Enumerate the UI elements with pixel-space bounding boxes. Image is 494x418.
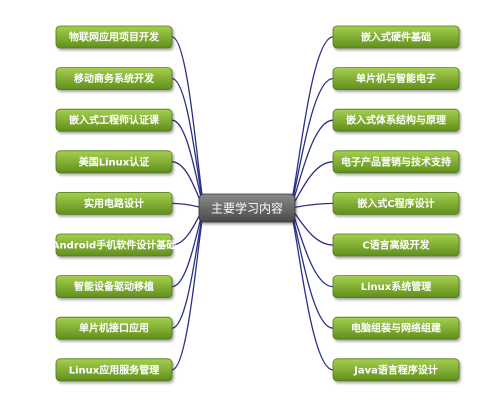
right-topic-box[interactable] — [332, 191, 460, 215]
right-topic-label: Java语言程序设计 — [353, 363, 438, 376]
right-topic-box[interactable] — [332, 316, 460, 340]
left-topic-box[interactable] — [55, 67, 173, 90]
left-connector-9 — [171, 207, 206, 371]
right-topic-3[interactable]: 嵌入式体系结构与原理 — [332, 108, 460, 132]
right-topic-label: 嵌入式C程序设计 — [357, 197, 434, 210]
right-topics: 嵌入式硬件基础单片机与智能电子嵌入式体系结构与原理电子产品营销与技术支持嵌入式C… — [332, 25, 460, 382]
right-connector-3 — [288, 119, 334, 209]
right-connector-2 — [288, 77, 334, 209]
left-topic-5[interactable]: 实用电路设计 — [55, 191, 173, 215]
right-topic-9[interactable]: Java语言程序设计 — [332, 358, 460, 382]
center-topic-label: 主要学习内容 — [211, 201, 283, 216]
left-connector-8 — [171, 207, 206, 329]
center-topic: 主要学习内容 — [198, 193, 296, 223]
left-topic-box[interactable] — [55, 150, 173, 174]
left-topic-1[interactable]: 物联网应用项目开发 — [55, 25, 173, 49]
left-connector-2 — [171, 77, 206, 209]
right-topic-label: 嵌入式体系结构与原理 — [346, 114, 446, 127]
right-topic-label: 嵌入式硬件基础 — [361, 31, 431, 44]
right-topic-7[interactable]: Linux系统管理 — [332, 275, 460, 299]
right-topic-6[interactable]: C语言高级开发 — [332, 233, 460, 257]
left-topic-box[interactable] — [55, 316, 173, 340]
left-topic-label: 物联网应用项目开发 — [69, 31, 160, 44]
right-topic-box[interactable] — [332, 150, 460, 174]
right-topic-8[interactable]: 电脑组装与网络组建 — [332, 316, 460, 340]
left-topic-box[interactable] — [55, 233, 173, 257]
left-topic-box[interactable] — [55, 275, 173, 299]
right-topic-label: C语言高级开发 — [362, 239, 430, 252]
right-connector-7 — [288, 207, 334, 288]
left-topics: 物联网应用项目开发移动商务系统开发嵌入式工程师认证课美国Linux认证实用电路设… — [52, 25, 176, 382]
right-connector-9 — [288, 207, 334, 371]
left-topic-box[interactable] — [55, 25, 173, 49]
left-topic-label: 实用电路设计 — [84, 197, 144, 210]
right-connector-5 — [288, 202, 334, 209]
right-topic-2[interactable]: 单片机与智能电子 — [332, 67, 460, 90]
right-topic-label: 电脑组装与网络组建 — [351, 322, 442, 335]
right-topic-box[interactable] — [332, 108, 460, 132]
left-topic-label: 嵌入式工程师认证课 — [69, 114, 160, 127]
left-topic-8[interactable]: 单片机接口应用 — [55, 316, 173, 340]
right-topic-1[interactable]: 嵌入式硬件基础 — [332, 25, 460, 49]
right-topic-box[interactable] — [332, 233, 460, 257]
right-topic-box[interactable] — [332, 358, 460, 382]
right-topic-label: 单片机与智能电子 — [356, 72, 436, 85]
left-topic-label: 移动商务系统开发 — [74, 72, 155, 85]
left-topic-box[interactable] — [55, 191, 173, 215]
left-topic-label: 美国Linux认证 — [79, 155, 150, 168]
left-topic-6[interactable]: Android手机软件设计基础 — [52, 233, 176, 257]
center-topic-box[interactable] — [198, 193, 296, 223]
left-topic-box[interactable] — [55, 108, 173, 132]
left-topic-label: Linux应用服务管理 — [69, 363, 160, 376]
right-topic-label: Linux系统管理 — [361, 280, 432, 293]
left-topic-label: Android手机软件设计基础 — [52, 239, 176, 252]
right-topic-4[interactable]: 电子产品营销与技术支持 — [332, 150, 460, 174]
right-topic-box[interactable] — [332, 67, 460, 90]
left-topic-label: 单片机接口应用 — [79, 322, 149, 335]
left-topic-label: 智能设备驱动移植 — [74, 280, 154, 293]
right-connector-8 — [288, 207, 334, 329]
left-topic-9[interactable]: Linux应用服务管理 — [55, 358, 173, 382]
left-topic-box[interactable] — [55, 358, 173, 382]
left-topic-3[interactable]: 嵌入式工程师认证课 — [55, 108, 173, 132]
left-topic-4[interactable]: 美国Linux认证 — [55, 150, 173, 174]
right-topic-label: 电子产品营销与技术支持 — [341, 155, 451, 168]
right-topic-box[interactable] — [332, 275, 460, 299]
left-topic-7[interactable]: 智能设备驱动移植 — [55, 275, 173, 299]
left-topic-2[interactable]: 移动商务系统开发 — [55, 67, 173, 90]
left-connector-3 — [171, 119, 206, 209]
right-topic-box[interactable] — [332, 25, 460, 49]
right-topic-5[interactable]: 嵌入式C程序设计 — [332, 191, 460, 215]
